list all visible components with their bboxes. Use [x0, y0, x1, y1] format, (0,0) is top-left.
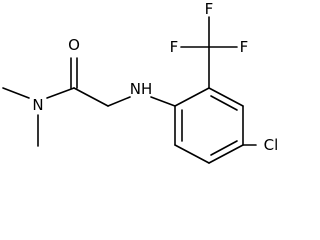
ring-inner-bond-3 — [210, 140, 238, 156]
atom-amine: NH — [130, 80, 153, 98]
atom-oxygen: O — [68, 36, 80, 54]
ring-bond-5 — [174, 144, 210, 164]
atom-fluorine-right: F — [240, 38, 249, 56]
ring-inner-bond-2 — [210, 95, 238, 111]
chemical-structure: O N NH Cl F F F — [2, 0, 278, 164]
bond-n-carbonyl — [46, 87, 75, 99]
atom-fluorine-top: F — [205, 0, 214, 18]
ring-bond-2 — [208, 87, 244, 107]
bond-nh-ring — [150, 96, 176, 107]
atom-fluorine-left: F — [170, 38, 179, 56]
ring-bond-1 — [174, 87, 210, 107]
bond-lines — [2, 16, 257, 164]
bond-methyl-upper — [2, 87, 30, 99]
atom-labels: O N NH Cl F F F — [32, 0, 278, 154]
atom-amide-nitrogen: N — [32, 96, 43, 114]
bond-carbonyl-ch2 — [73, 87, 109, 107]
atom-chlorine: Cl — [264, 136, 279, 154]
ring-bond-4 — [208, 144, 244, 164]
bond-ch2-nh — [107, 96, 131, 107]
